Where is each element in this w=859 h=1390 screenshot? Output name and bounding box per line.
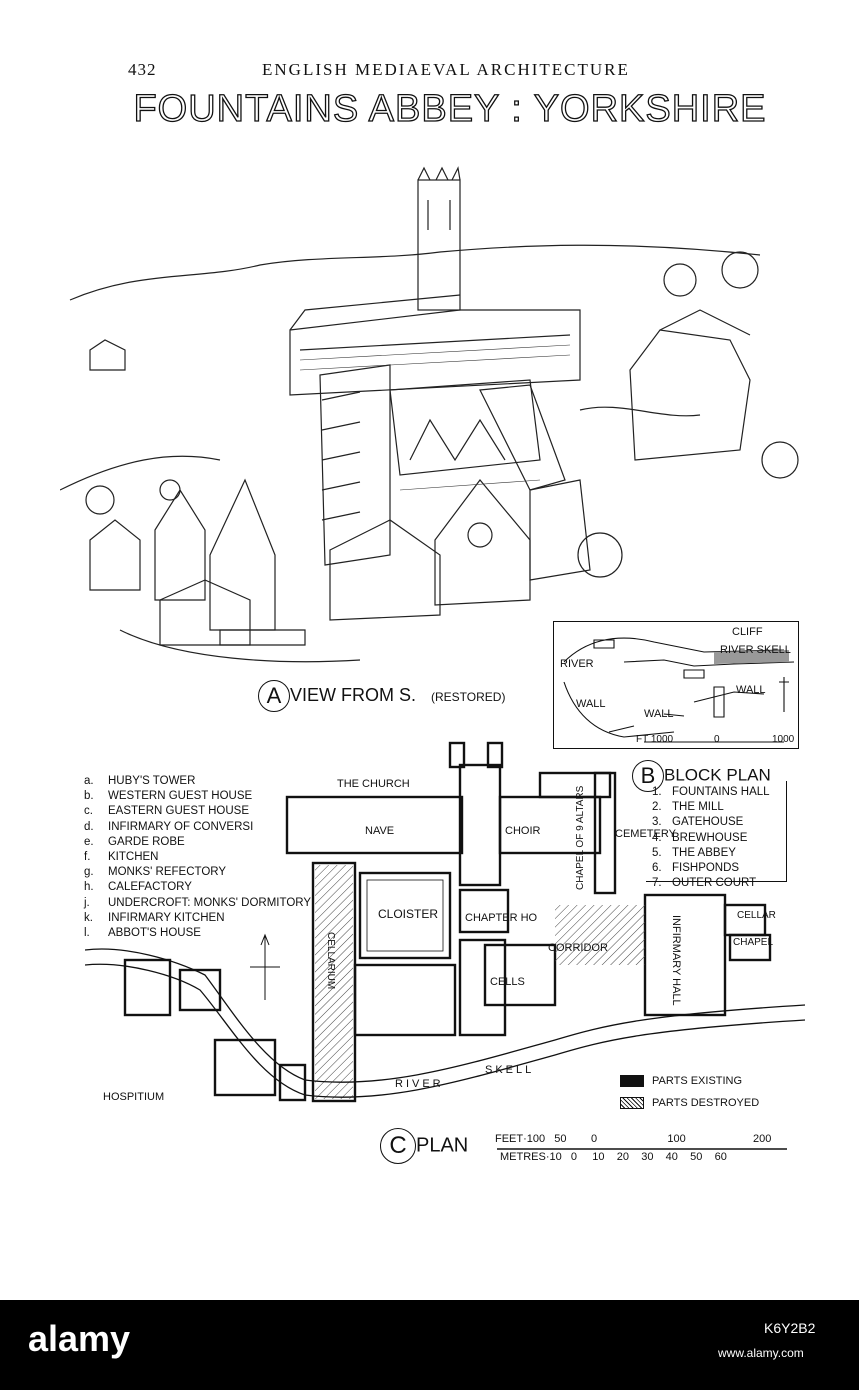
plan-label-chapel: CHAPEL OF 9 ALTARS — [575, 785, 586, 890]
block-plan-title-text: BLOCK PLAN — [664, 765, 771, 785]
plan-label-corridor: CORRIDOR — [548, 942, 608, 954]
block-river: RIVER — [560, 658, 594, 670]
list-item: h.CALEFACTORY — [84, 881, 192, 894]
view-note: (RESTORED) — [431, 689, 506, 704]
scale-bar — [497, 1148, 787, 1150]
plan-label-chapter: CHAPTER HO — [465, 912, 538, 924]
list-item: 4.BREWHOUSE — [652, 831, 748, 844]
plan-legend: a.HUBY'S TOWER b.WESTERN GUEST HOUSE c.E… — [84, 774, 311, 941]
key-destroyed: PARTS DESTROYED — [620, 1097, 759, 1110]
plan-label-cells: CELLS — [490, 976, 525, 988]
plan-letter: C — [380, 1128, 416, 1164]
book-page: 432 ENGLISH MEDIAEVAL ARCHITECTURE FOUNT… — [60, 60, 806, 1164]
list-item: 7.OUTER COURT — [652, 877, 757, 890]
block-plan-frame — [646, 781, 787, 882]
block-plan-letter: B — [632, 760, 664, 792]
plan-label-cellar: CELLAR — [737, 910, 776, 921]
plan-label-skell: SKELL — [485, 1064, 535, 1076]
plan-caption-text: PLAN — [416, 1134, 469, 1157]
list-item: e.GARDE ROBE — [84, 835, 185, 848]
list-item: d.INFIRMARY OF CONVERSI — [84, 820, 254, 833]
running-title: ENGLISH MEDIAEVAL ARCHITECTURE — [262, 60, 630, 79]
plan-label-choir: CHOIR — [505, 825, 541, 837]
list-item: l.ABBOT'S HOUSE — [84, 927, 201, 940]
plan-label-river: RIVER — [395, 1078, 444, 1090]
view-letter: A — [258, 680, 290, 712]
list-item: f.KITCHEN — [84, 851, 159, 864]
watermark-url: www.alamy.com — [718, 1346, 804, 1360]
view-caption-text: VIEW FROM S. — [290, 684, 416, 705]
block-scale-left: FT 1000 — [636, 734, 674, 745]
list-item: 6.FISHPONDS — [652, 862, 740, 875]
list-item: b.WESTERN GUEST HOUSE — [84, 790, 253, 803]
plan-label-church: THE CHURCH — [337, 778, 410, 790]
key-existing: PARTS EXISTING — [620, 1075, 742, 1088]
list-item: 2.THE MILL — [652, 801, 724, 814]
plan-label-hospitium: HOSPITIUM — [103, 1091, 165, 1103]
block-cliff: CLIFF — [732, 626, 763, 638]
block-wall-3: WALL — [736, 684, 766, 696]
list-item: 5.THE ABBEY — [652, 846, 736, 859]
block-plan-map: CLIFF RIVER SKELL RIVER WALL WALL WALL F… — [553, 621, 799, 749]
block-wall-2: WALL — [644, 708, 674, 720]
abbey-view-illustration — [60, 166, 799, 663]
main-title: FOUNTAINS ABBEY : YORKSHIRE — [133, 87, 767, 130]
scale-metres: METRES·10 0 10 20 30 40 50 60 — [500, 1151, 727, 1163]
destroyed-swatch — [620, 1097, 644, 1110]
plan-label-chapel2: CHAPEL — [733, 937, 774, 948]
page-number: 432 — [128, 60, 157, 79]
list-item: 1.FOUNTAINS HALL — [652, 786, 770, 798]
plan-label-cloister: CLOISTER — [378, 907, 439, 921]
abbey-ground-plan — [85, 741, 806, 1103]
block-scale-mid: 0 — [714, 734, 720, 745]
plan-label-cellarium: CELLARIUM — [325, 932, 336, 990]
block-river-skell: RIVER SKELL — [720, 644, 791, 656]
list-item: a.HUBY'S TOWER — [84, 775, 196, 787]
list-item: k.INFIRMARY KITCHEN — [84, 911, 225, 924]
watermark-image-id: K6Y2B2 — [764, 1320, 816, 1336]
watermark-logo: alamy — [28, 1318, 131, 1359]
list-item: c.EASTERN GUEST HOUSE — [84, 805, 250, 818]
list-item: g.MONKS' REFECTORY — [84, 866, 227, 879]
block-plan-list: 1.FOUNTAINS HALL 2.THE MILL 3.GATEHOUSE … — [652, 785, 770, 891]
list-item: j.UNDERCROFT: MONKS' DORMITORY — [84, 896, 312, 909]
block-wall-1: WALL — [576, 698, 606, 710]
plan-label-infirmary: INFIRMARY HALL — [670, 915, 682, 1006]
block-scale-right: 1000 — [772, 734, 795, 745]
block-plan-drawing — [563, 637, 795, 743]
plan-label-nave: NAVE — [365, 825, 395, 837]
watermark-bar — [0, 1300, 859, 1390]
existing-swatch — [620, 1075, 644, 1088]
scale-feet: FEET·100 50 0 100 200 — [495, 1133, 772, 1145]
plan-label-cemetery: CEMETERY — [615, 828, 676, 840]
list-item: 3.GATEHOUSE — [652, 816, 744, 829]
